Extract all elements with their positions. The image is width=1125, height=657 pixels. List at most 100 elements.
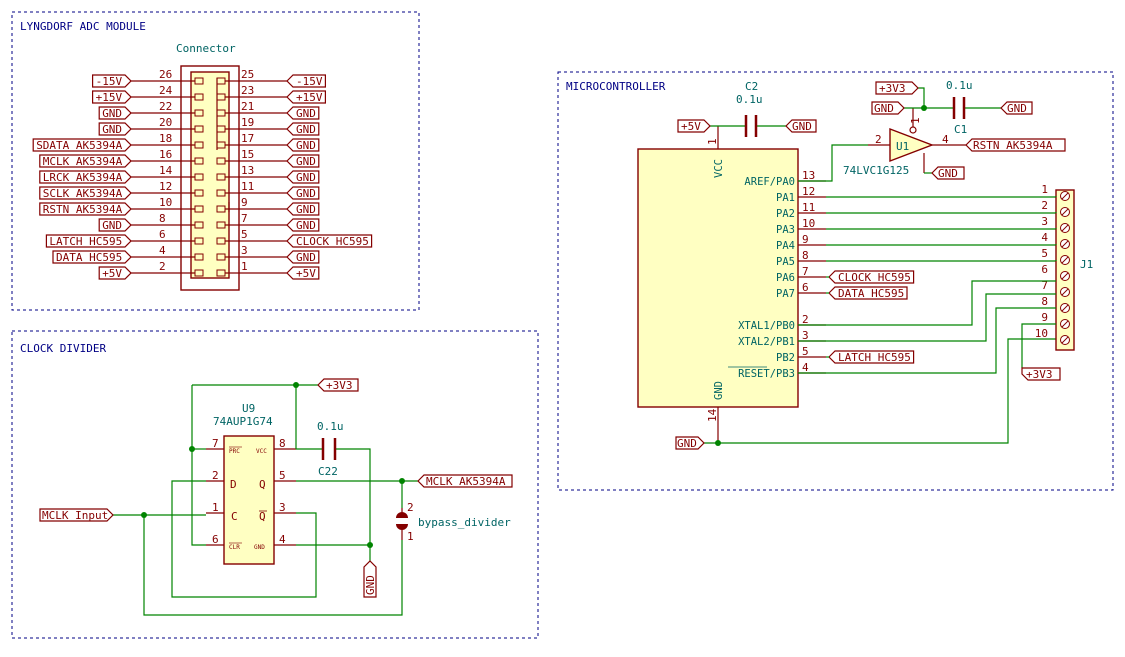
connector-net-label[interactable]: MCLK_AK5394A	[39, 154, 132, 168]
connector-net-label[interactable]: CLOCK_HC595	[286, 234, 373, 248]
mcu-port-num: 12	[802, 185, 815, 198]
connector-net-label[interactable]: SDATA_AK5394A	[32, 138, 132, 152]
u9-c-label: C	[231, 510, 238, 523]
wire-3v3-j1	[1021, 323, 1056, 368]
svg-text:GND: GND	[364, 575, 377, 595]
mcu-port-name: PA1	[776, 192, 795, 204]
connector-outline	[180, 65, 240, 291]
adc-section-border	[11, 11, 420, 311]
label-gnd-u1-enable[interactable]: GND	[871, 101, 905, 115]
c1-value: 0.1u	[946, 79, 973, 92]
u9-pin1-num: 1	[212, 501, 219, 514]
connector-net-label[interactable]: DATA_HC595	[52, 250, 132, 264]
label-rstn[interactable]: RSTN_AK5394A	[965, 138, 1066, 152]
connector-net-label-text: +15V	[96, 91, 123, 104]
mcu-port-num: 9	[802, 233, 809, 246]
u9-value: 74AUP1G74	[213, 415, 273, 428]
svg-text:+3V3: +3V3	[879, 82, 906, 95]
connector-net-label[interactable]: GND	[286, 186, 320, 200]
label-mclk-out[interactable]: MCLK_AK5394A	[417, 474, 513, 488]
connector-net-label[interactable]: GND	[98, 122, 132, 136]
connector-net-label[interactable]: RSTN_AK5394A	[39, 202, 132, 216]
label-data-hc595[interactable]: DATA_HC595	[828, 286, 908, 300]
u9-pin3-num: 3	[279, 501, 286, 514]
connector-pin-num: 13	[241, 164, 254, 177]
c22-value: 0.1u	[317, 420, 344, 433]
label-gnd-c1[interactable]: GND	[1000, 101, 1033, 115]
clock-section-title: CLOCK DIVIDER	[20, 342, 106, 355]
u1-value: 74LVC1G125	[843, 164, 909, 177]
label-gnd-c2[interactable]: GND	[785, 119, 817, 133]
connector-net-label-text: LATCH_HC595	[49, 235, 122, 248]
j1-screw-slot	[1061, 272, 1069, 280]
mcu-port-name: XTAL1/PB0	[738, 320, 795, 332]
label-clock-hc595[interactable]: CLOCK_HC595	[828, 270, 915, 284]
j1-pin-num: 9	[1041, 311, 1048, 324]
j1-pin-num: 2	[1041, 199, 1048, 212]
label-mclk-input[interactable]: MCLK_Input	[39, 508, 114, 522]
connector-net-label[interactable]: +15V	[286, 90, 326, 104]
u9-body	[223, 435, 275, 565]
wire-pb3-j1	[798, 307, 1056, 374]
label-gnd-u1[interactable]: GND	[931, 166, 965, 180]
connector-net-label-text: MCLK_AK5394A	[43, 155, 123, 168]
connector-net-label[interactable]: +5V	[98, 266, 132, 280]
connector-net-label[interactable]: -15V	[286, 74, 326, 88]
label-3v3-clock[interactable]: +3V3	[317, 378, 359, 392]
mcu-vcc-label: VCC	[713, 159, 725, 178]
u9-d-label: D	[230, 478, 237, 491]
connector-net-label[interactable]: LATCH_HC595	[45, 234, 132, 248]
connector-net-label[interactable]: GND	[286, 106, 320, 120]
connector-net-label[interactable]: SCLK_AK5394A	[39, 186, 132, 200]
connector-pin-num: 8	[159, 212, 166, 225]
mcu-section-title: MICROCONTROLLER	[566, 80, 666, 93]
connector-net-label[interactable]: +5V	[286, 266, 320, 280]
mcu-gnd-label: GND	[713, 381, 725, 400]
connector-net-label[interactable]: GND	[286, 138, 320, 152]
label-latch-hc595[interactable]: LATCH_HC595	[828, 350, 915, 364]
connector-net-label[interactable]: -15V	[91, 74, 132, 88]
connector-net-label[interactable]: GND	[286, 218, 320, 232]
label-gnd-clock[interactable]: GND	[363, 560, 377, 598]
mcu-section-border	[557, 71, 1114, 491]
connector-net-label[interactable]: GND	[286, 170, 320, 184]
connector-net-label[interactable]: GND	[286, 154, 320, 168]
wire-vcc-3v3	[295, 384, 318, 449]
connector-net-label-text: GND	[296, 171, 316, 184]
connector-pin-num: 12	[159, 180, 172, 193]
svg-text:GND: GND	[677, 437, 697, 450]
mcu-port-num: 8	[802, 249, 809, 262]
junction	[141, 512, 147, 518]
u9-qbar-label: Q	[259, 510, 266, 523]
connector-net-label[interactable]: +15V	[91, 90, 132, 104]
connector-pin-num: 14	[159, 164, 173, 177]
connector-net-label-text: GND	[296, 123, 316, 136]
c22-ref: C22	[318, 465, 338, 478]
svg-text:GND: GND	[938, 167, 958, 180]
label-gnd-mcu-bottom[interactable]: GND	[675, 436, 705, 450]
wire-pb1-j1	[798, 293, 1056, 342]
connector-net-label-text: RSTN_AK5394A	[43, 203, 123, 216]
connector-net-label-text: +15V	[296, 91, 323, 104]
svg-text:GND: GND	[792, 120, 812, 133]
connector-net-label[interactable]: GND	[286, 250, 320, 264]
label-5v-mcu[interactable]: +5V	[677, 119, 711, 133]
mcu-port-name: PA3	[776, 224, 795, 236]
connector-net-label[interactable]: GND	[98, 106, 132, 120]
c2-ref: C2	[745, 80, 758, 93]
label-3v3-j1[interactable]: +3V3	[1021, 367, 1061, 381]
label-3v3-u1[interactable]: +3V3	[875, 81, 919, 95]
connector-pin-num: 25	[241, 68, 254, 81]
label-data-hc595-text: DATA_HC595	[838, 287, 904, 300]
u9-ref: U9	[242, 402, 255, 415]
mcu-port-num: 10	[802, 217, 815, 230]
u1-pin4-num: 4	[942, 133, 949, 146]
connector-net-label[interactable]: GND	[286, 122, 320, 136]
connector-pin-num: 4	[159, 244, 166, 257]
connector-net-label[interactable]: GND	[286, 202, 320, 216]
j1-screw-slot	[1061, 208, 1069, 216]
connector-net-label[interactable]: LRCK_AK5394A	[39, 170, 132, 184]
connector-net-label-text: GND	[296, 107, 316, 120]
connector-net-label[interactable]: GND	[98, 218, 132, 232]
